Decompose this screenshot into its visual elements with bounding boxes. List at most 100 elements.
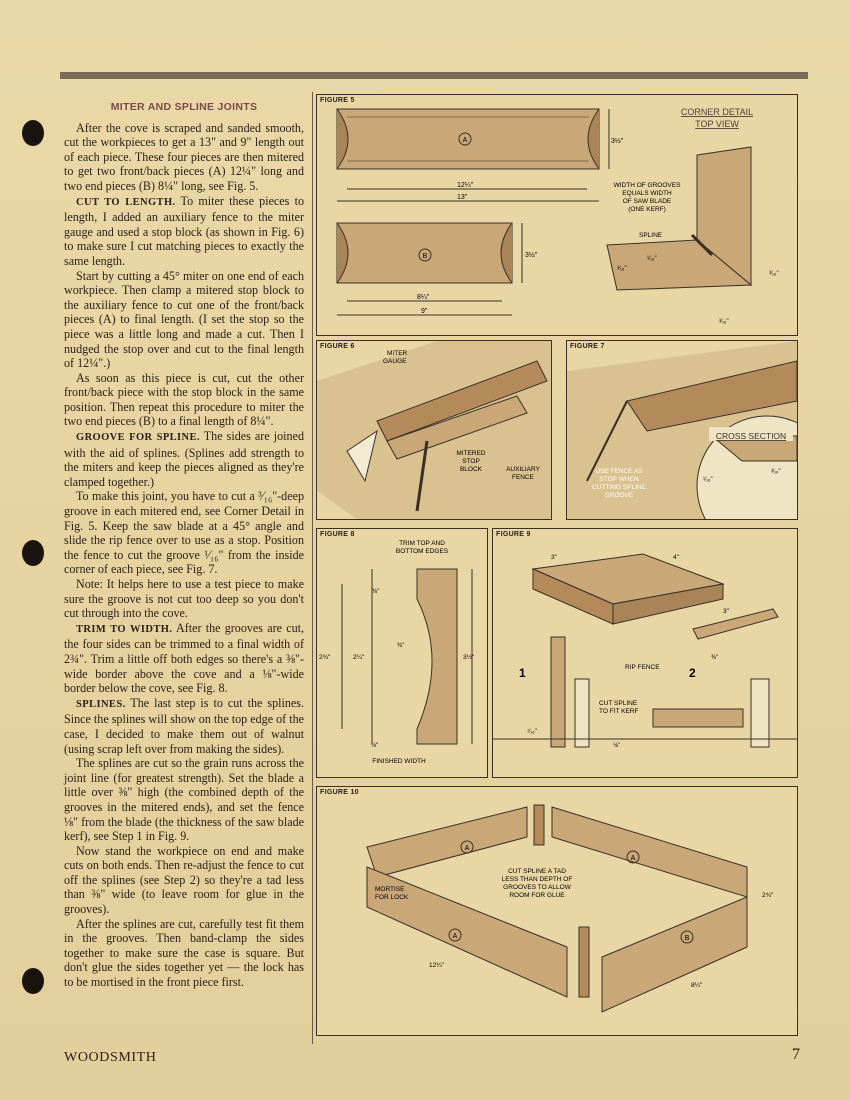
- dim-3: ³⁄₁₆": [769, 271, 779, 277]
- dim-1-8: ⅛": [613, 743, 620, 749]
- part-a-front: A: [453, 933, 458, 940]
- figure-8-label: FIGURE 8: [320, 531, 355, 538]
- dim-3-8: ⅜": [711, 655, 718, 661]
- stop-label-2: STOP: [462, 458, 480, 465]
- trim-note-1: TRIM TOP AND: [399, 540, 445, 547]
- paragraph-text: As soon as this piece is cut, cut the ot…: [64, 370, 304, 429]
- figure-6-drawing: MITER GAUGE MITERED STOP BLOCK AUXILIARY…: [317, 341, 551, 519]
- dim-3-16: ³⁄₁₆": [771, 469, 781, 475]
- spline-note-4: ROOM FOR GLUE: [509, 892, 565, 899]
- dim-3-8: ⅜": [397, 643, 404, 649]
- dim-a-height: 3½": [611, 137, 624, 145]
- dim-a-blank: 13": [457, 194, 468, 201]
- article-paragraph: As soon as this piece is cut, cut the ot…: [64, 371, 304, 429]
- figure-7-drawing: CROSS SECTION USE FENCE AS STOP WHEN CUT…: [567, 341, 797, 519]
- figure-5-label: FIGURE 5: [320, 97, 355, 104]
- dim-4: ³⁄₁₆": [719, 319, 729, 325]
- figure-8-drawing: TRIM TOP AND BOTTOM EDGES ⅜" 2¾" 2¼" ⅜" …: [319, 540, 475, 765]
- paragraph-text: The sides are joined with the aid of spl…: [64, 429, 304, 489]
- part-b-label: B: [423, 253, 428, 260]
- miter-label-2: GAUGE: [383, 358, 407, 365]
- use-fence-2: STOP WHEN: [599, 476, 638, 483]
- paragraph-heading: CUT TO LENGTH.: [76, 196, 176, 208]
- article-paragraph: TRIM TO WIDTH. After the grooves are cut…: [64, 621, 304, 696]
- article-paragraph: After the splines are cut, carefully tes…: [64, 917, 304, 990]
- finished-width: FINISHED WIDTH: [372, 758, 426, 765]
- dim-end: 8¼": [691, 982, 703, 989]
- column-divider: [312, 92, 313, 1044]
- dim-3-1-2: 3½": [463, 653, 475, 661]
- stop-label-3: BLOCK: [460, 466, 483, 473]
- groove-note-3: OF SAW BLADE: [623, 198, 672, 205]
- binder-hole: [22, 120, 44, 146]
- article-paragraph: GROOVE FOR SPLINE. The sides are joined …: [64, 429, 304, 489]
- cut-spline-1: CUT SPLINE: [599, 700, 638, 707]
- groove-note-4: (ONE KERF): [628, 206, 666, 213]
- top-rule: [60, 72, 808, 79]
- stop-label-1: MITERED: [456, 450, 486, 457]
- part-a-right: A: [631, 855, 636, 862]
- figure-9-drawing: 3" 4" 3" ⅜" 1 2 RIP FENCE CUT SPLINE TO …: [493, 553, 797, 749]
- binder-hole: [22, 968, 44, 994]
- use-fence-1: USE FENCE AS: [595, 468, 643, 475]
- cut-spline-2: TO FIT KERF: [599, 708, 639, 715]
- dim-1-16: ¹⁄₁₆": [703, 477, 713, 483]
- figure-9-label: FIGURE 9: [496, 531, 531, 538]
- paragraph-heading: TRIM TO WIDTH.: [76, 623, 173, 635]
- article-paragraph: Now stand the workpiece on end and make …: [64, 844, 304, 917]
- dim-b-height: 3½": [525, 251, 538, 259]
- miter-label-1: MITER: [387, 350, 408, 357]
- figure-6-label: FIGURE 6: [320, 343, 355, 350]
- figure-7-label: FIGURE 7: [570, 343, 605, 350]
- article-title: MITER AND SPLINE JOINTS: [110, 101, 258, 113]
- dim-1: ³⁄₁₆": [617, 266, 627, 272]
- part-a-label: A: [463, 137, 468, 144]
- top-view-title: TOP VIEW: [695, 119, 739, 129]
- spline-note-2: LESS THAN DEPTH OF: [502, 876, 573, 883]
- groove-note-1: WIDTH OF GROOVES: [614, 182, 681, 189]
- step-1: 1: [519, 666, 526, 680]
- rip-fence-label: RIP FENCE: [625, 664, 660, 671]
- figure-10-drawing: A A A B MORTISE FOR LOCK CUT SPLINE A TA…: [366, 804, 774, 1013]
- dim-1-8: ⅛": [371, 743, 378, 749]
- figure-10: FIGURE 10 A A A B MORTISE FOR LOCK CUT S…: [316, 786, 798, 1036]
- article-paragraph: Start by cutting a 45° miter on one end …: [64, 269, 304, 371]
- figure-5: FIGURE 5 A 3½" 12¼" 13" B 3½" 8¼" 9" COR…: [316, 94, 798, 336]
- figure-6: FIGURE 6 MITER GAUGE MITERED STOP BLOCK …: [316, 340, 552, 520]
- dim-a-length: 12¼": [457, 182, 474, 189]
- paragraph-text: Now stand the workpiece on end and make …: [64, 843, 304, 917]
- paragraph-text: The splines are cut so the grain runs ac…: [64, 756, 304, 844]
- paragraph-text: To miter these pieces to length, I added…: [64, 193, 304, 268]
- cross-section-title: CROSS SECTION: [716, 431, 786, 441]
- figure-8: FIGURE 8 TRIM TOP AND BOTTOM EDGES ⅜" 2¾…: [316, 528, 488, 778]
- figure-10-label: FIGURE 10: [320, 789, 359, 796]
- dim-height: 2¾": [762, 892, 774, 899]
- spline-note-3: GROOVES TO ALLOW: [503, 884, 572, 891]
- article-body: After the cove is scraped and sanded smo…: [64, 121, 304, 990]
- mortise-label-2: FOR LOCK: [375, 894, 409, 901]
- paragraph-text: After the cove is scraped and sanded smo…: [64, 120, 304, 193]
- binder-hole: [22, 540, 44, 566]
- paragraph-heading: SPLINES.: [76, 698, 126, 710]
- mortise-label-1: MORTISE: [375, 886, 405, 893]
- paragraph-text: Start by cutting a 45° miter on one end …: [64, 268, 304, 371]
- article-paragraph: CUT TO LENGTH. To miter these pieces to …: [64, 194, 304, 269]
- paragraph-heading: GROOVE FOR SPLINE.: [76, 432, 200, 444]
- dim-length: 12¼": [429, 962, 445, 969]
- paragraph-text: After the grooves are cut, the four side…: [64, 620, 305, 696]
- page-number: 7: [792, 1046, 800, 1063]
- dim-2-3-4: 2¾": [319, 654, 331, 661]
- dim-3b: 3": [723, 608, 730, 615]
- step-2: 2: [689, 666, 696, 680]
- dim-b-length: 8¼": [417, 294, 430, 301]
- article-column: MITER AND SPLINE JOINTS After the cove i…: [64, 100, 304, 990]
- part-a-back: A: [465, 845, 470, 852]
- groove-note-2: EQUALS WIDTH: [622, 190, 672, 197]
- dim-2-1-4: 2¼": [353, 654, 365, 661]
- dim-2: ¹⁄₁₆": [647, 256, 657, 262]
- paragraph-text: After the splines are cut, carefully tes…: [64, 916, 304, 990]
- article-paragraph: After the cove is scraped and sanded smo…: [64, 121, 304, 194]
- use-fence-4: GROOVE: [605, 492, 634, 499]
- paragraph-text: Note: It helps here to use a test piece …: [64, 577, 304, 621]
